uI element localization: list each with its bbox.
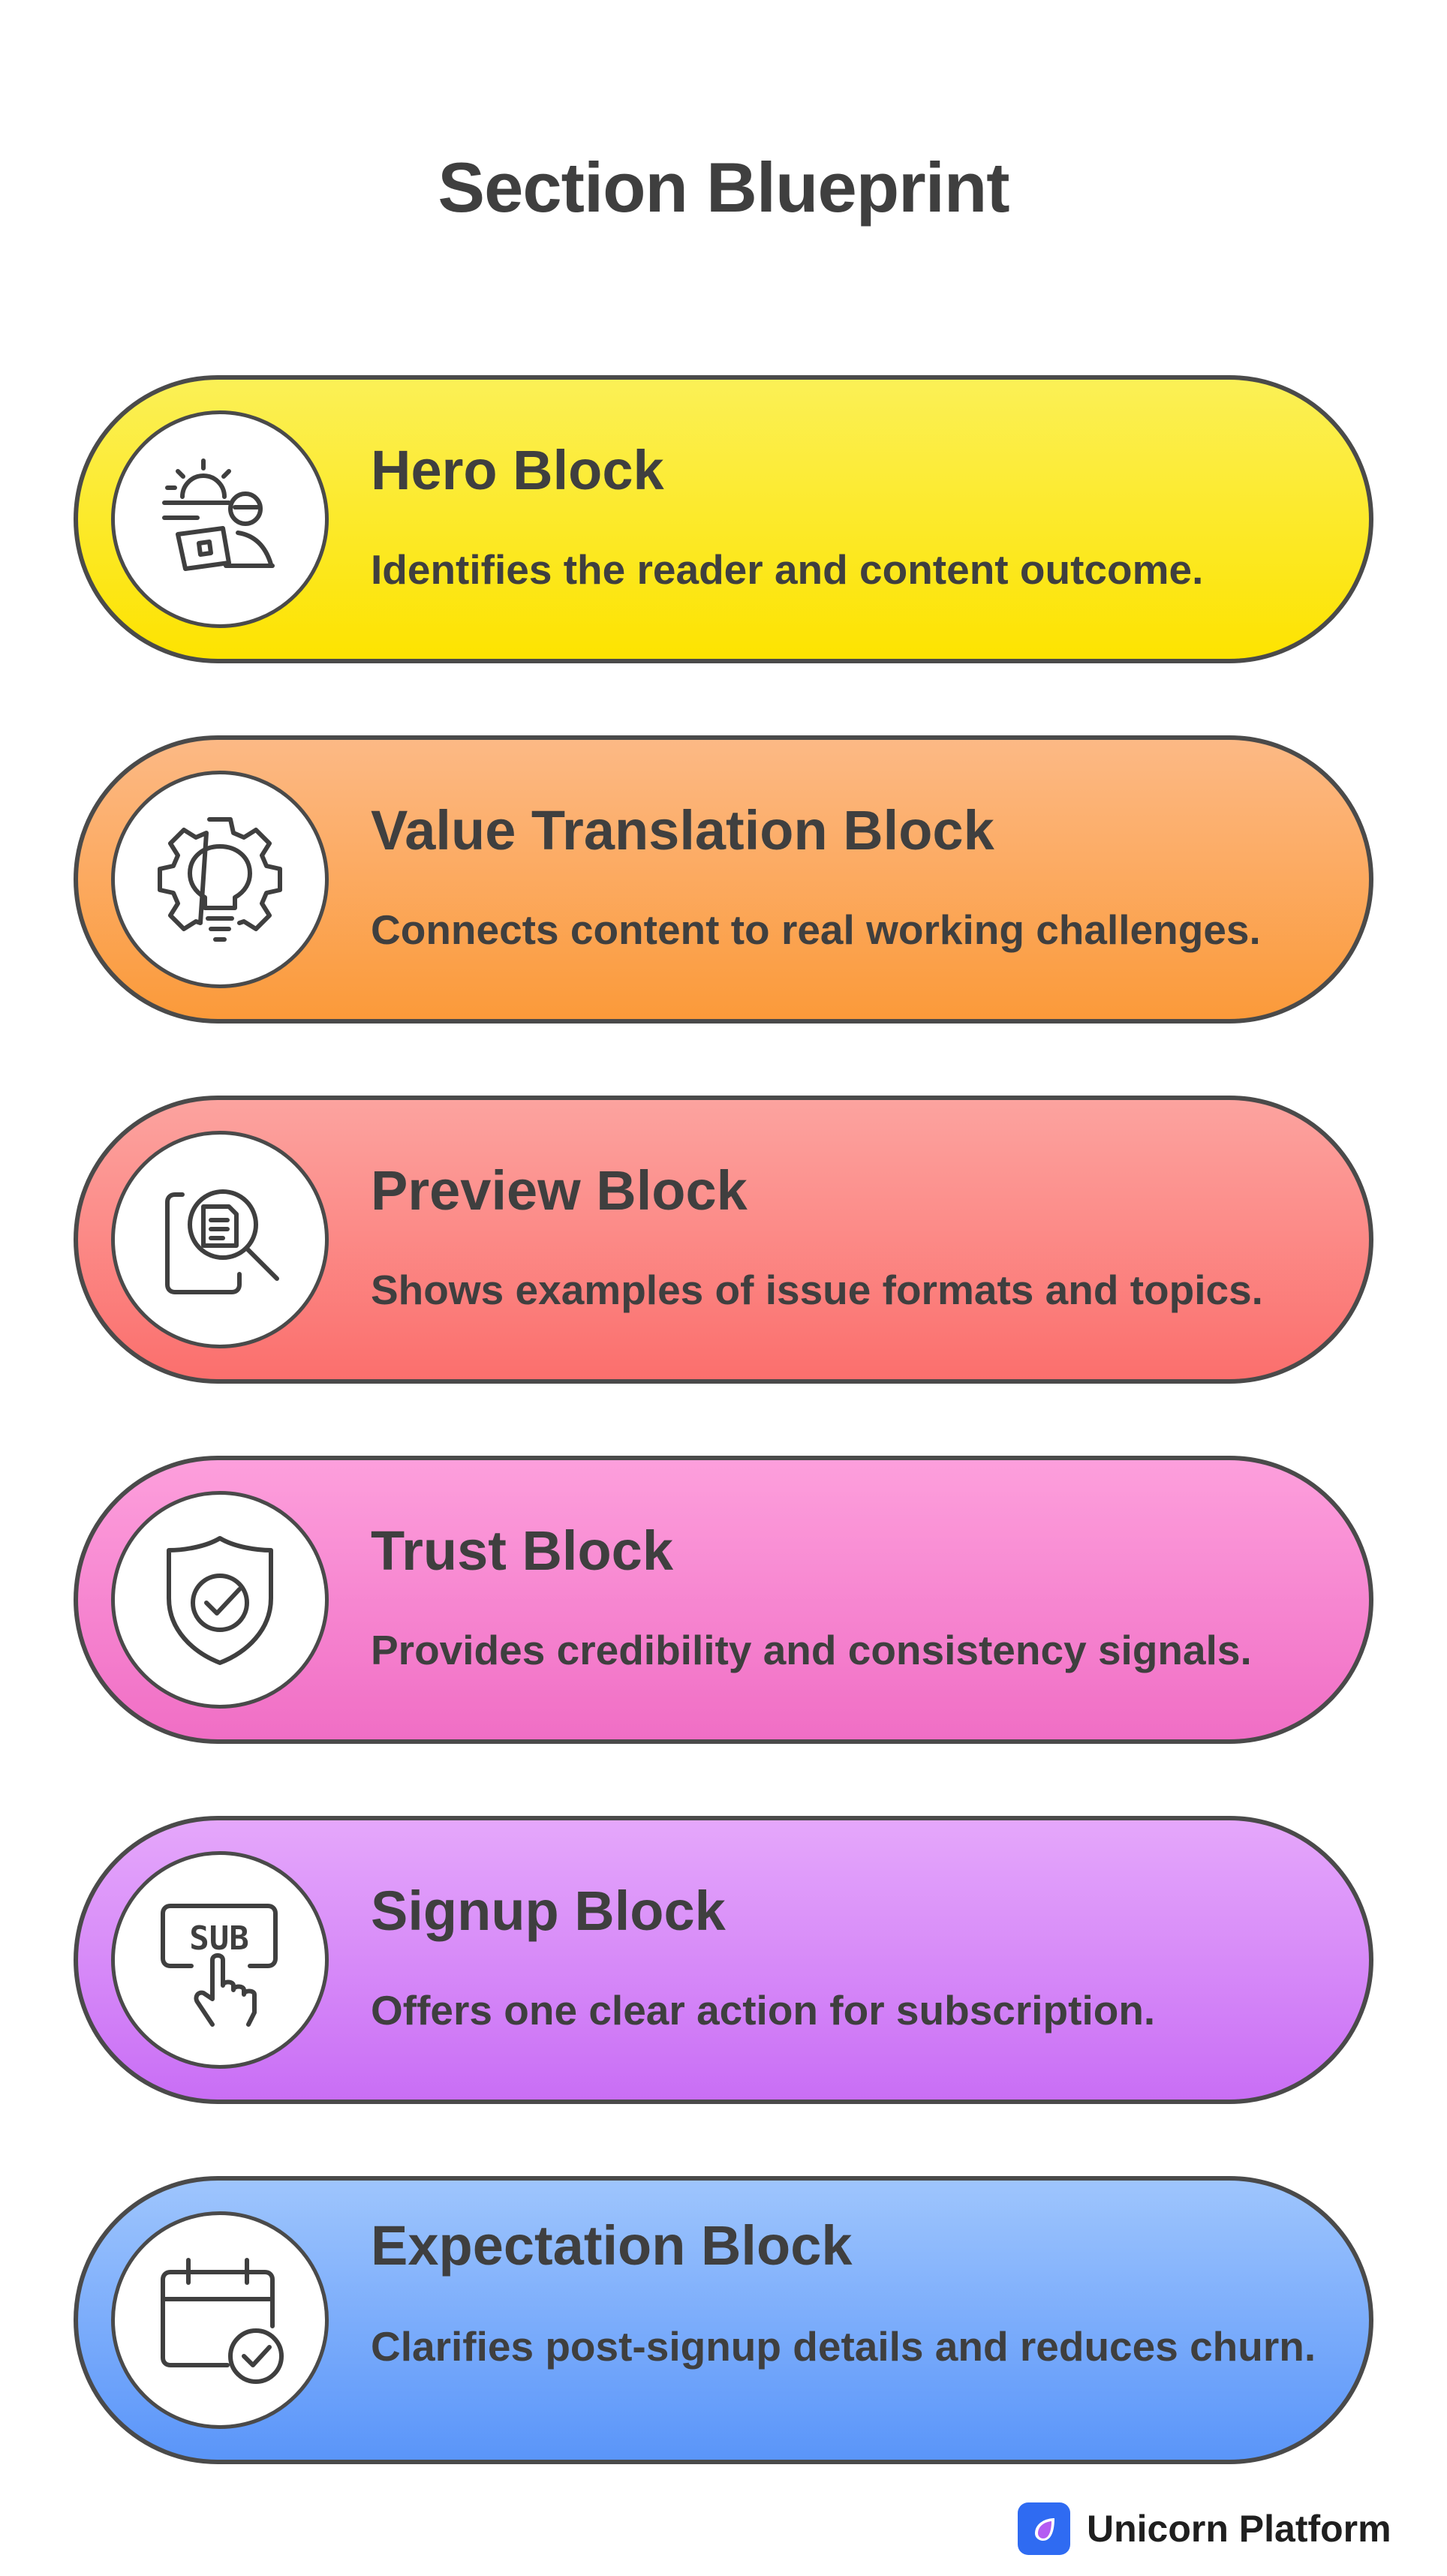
block-title: Hero Block xyxy=(371,439,664,501)
subscribe-tap-icon: SUB xyxy=(111,1851,329,2069)
block-title: Trust Block xyxy=(371,1519,673,1582)
block-description: Connects content to real working challen… xyxy=(371,906,1261,953)
calendar-check-icon xyxy=(111,2211,329,2429)
brand-name: Unicorn Platform xyxy=(1087,2508,1391,2550)
block-title: Expectation Block xyxy=(371,2214,853,2277)
trust-block: Trust Block Provides credibility and con… xyxy=(74,1456,1373,1744)
block-description: Provides credibility and consistency sig… xyxy=(371,1627,1252,1673)
block-title: Value Translation Block xyxy=(371,799,994,861)
document-magnifier-icon xyxy=(111,1131,329,1348)
sunrise-laptop-icon xyxy=(111,410,329,628)
brand-footer: Unicorn Platform xyxy=(1018,2502,1391,2556)
svg-text:SUB: SUB xyxy=(189,1919,248,1958)
block-title: Preview Block xyxy=(371,1159,748,1222)
signup-block: SUB Signup Block Offers one clear action… xyxy=(74,1816,1373,2104)
gear-lightbulb-icon xyxy=(111,771,329,988)
block-description: Shows examples of issue formats and topi… xyxy=(371,1267,1263,1313)
page-title: Section Blueprint xyxy=(438,148,1009,227)
shield-check-icon xyxy=(111,1491,329,1709)
block-description: Offers one clear action for subscription… xyxy=(371,1987,1156,2033)
block-description: Identifies the reader and content outcom… xyxy=(371,546,1204,593)
value-translation-block: Value Translation Block Connects content… xyxy=(74,735,1373,1023)
hero-block: Hero Block Identifies the reader and con… xyxy=(74,375,1373,663)
expectation-block: Expectation Block Clarifies post-signup … xyxy=(74,2176,1373,2464)
block-title: Signup Block xyxy=(371,1880,726,1942)
preview-block: Preview Block Shows examples of issue fo… xyxy=(74,1096,1373,1384)
block-description: Clarifies post-signup details and reduce… xyxy=(371,2323,1316,2370)
unicorn-platform-logo xyxy=(1018,2502,1070,2555)
